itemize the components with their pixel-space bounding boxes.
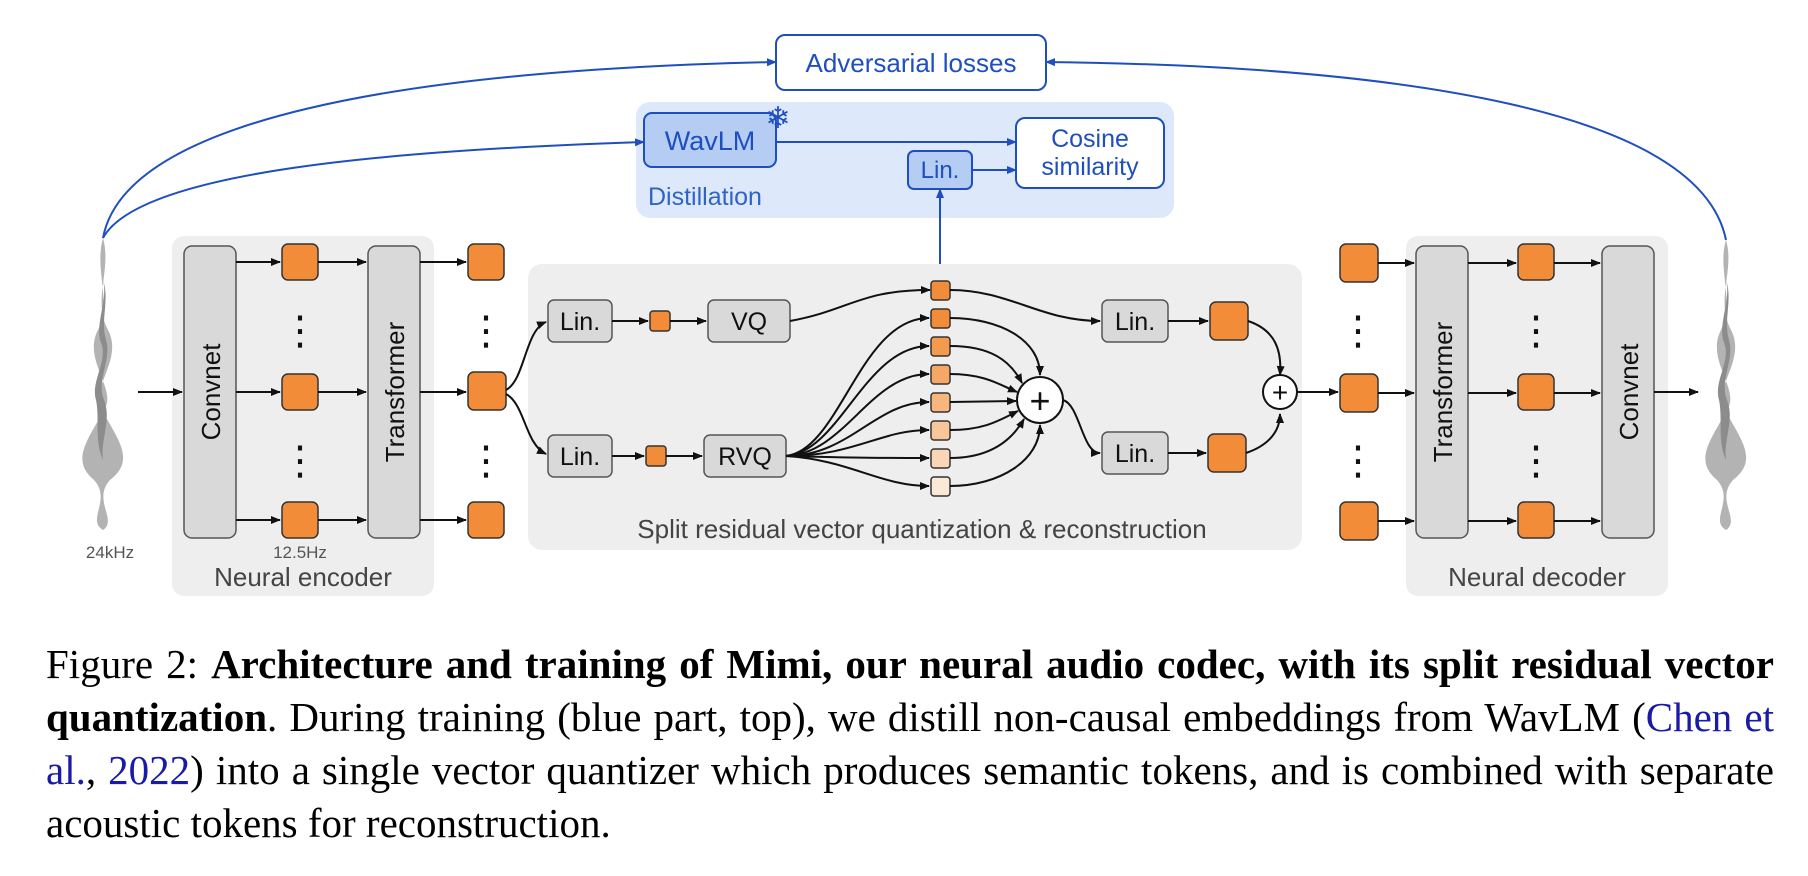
acoustic-small-token xyxy=(645,445,667,467)
encoder-token xyxy=(281,373,319,411)
encoder-transformer-label: Transformer xyxy=(380,321,410,462)
ellipsis-icon: ⋮ xyxy=(1516,439,1556,483)
output-waveform-icon xyxy=(1705,240,1747,530)
ellipsis-icon: ⋮ xyxy=(466,309,506,353)
input-waveform-icon xyxy=(82,238,124,530)
acoustic-token xyxy=(930,308,951,329)
arrow-input-to-adversarial xyxy=(102,58,777,239)
ellipsis-icon: ⋮ xyxy=(280,439,320,483)
rvq-sum-symbol: + xyxy=(1029,380,1050,421)
distillation-label: Distillation xyxy=(648,183,762,211)
frame-rate-label: 12.5Hz xyxy=(273,543,327,562)
acoustic-token xyxy=(930,392,951,413)
caption-title: Architecture and training of Mimi, our n… xyxy=(46,641,1774,740)
decoder-transformer-label: Transformer xyxy=(1428,321,1458,462)
acoustic-out-token xyxy=(1207,433,1247,473)
ellipsis-icon: ⋮ xyxy=(1516,309,1556,353)
encoder-tokens xyxy=(281,243,507,539)
distill-lin-label: Lin. xyxy=(921,157,960,184)
semantic-lin-label: Lin. xyxy=(560,308,600,336)
encoder-out-token xyxy=(467,501,505,539)
decoder-in-token xyxy=(1339,243,1379,283)
decoder-in-token xyxy=(1339,373,1379,413)
neural-encoder-label: Neural encoder xyxy=(214,562,392,592)
rvq-label: RVQ xyxy=(718,443,772,471)
decoder-in-token xyxy=(1339,501,1379,541)
split-rvq-panel xyxy=(528,264,1302,550)
adversarial-losses-label: Adversarial losses xyxy=(806,48,1017,78)
merge-sum-symbol: + xyxy=(1272,377,1288,408)
decoder-token xyxy=(1517,373,1555,411)
citation-year-link[interactable]: 2022 xyxy=(108,747,191,793)
encoder-out-token xyxy=(467,371,507,411)
acoustic-token xyxy=(930,336,951,357)
vq-label: VQ xyxy=(731,308,767,336)
arrow-output-to-adversarial xyxy=(1045,58,1727,241)
acoustic-token xyxy=(930,448,951,469)
citation-author-link[interactable]: Chen et al. xyxy=(46,694,1774,793)
neural-decoder-label: Neural decoder xyxy=(1448,562,1626,592)
architecture-diagram: Adversarial losses WavLM ❄ Distillation … xyxy=(82,34,1747,596)
split-rvq-label: Split residual vector quantization & rec… xyxy=(637,514,1206,544)
encoder-out-token xyxy=(467,243,505,281)
decoder-convnet-label: Convnet xyxy=(1614,343,1644,441)
acoustic-token xyxy=(930,420,951,441)
encoder-token xyxy=(281,501,319,539)
caption-text-1: . During training (blue part, top), we d… xyxy=(267,694,1646,740)
decoder-tokens xyxy=(1339,243,1555,541)
input-rate-label: 24kHz xyxy=(86,543,134,562)
encoder-convnet-label: Convnet xyxy=(196,343,226,441)
arrow-input-to-wavlm xyxy=(102,138,645,239)
cosine-label-line2: similarity xyxy=(1041,153,1139,181)
cosine-similarity-box xyxy=(1015,117,1165,189)
caption-figure-number: Figure 2: xyxy=(46,641,198,687)
acoustic-lin-label: Lin. xyxy=(560,443,600,471)
figure-caption: Figure 2: Architecture and training of M… xyxy=(46,638,1774,850)
caption-text-2: ) into a single vector quantizer which p… xyxy=(46,747,1775,846)
ellipsis-icon: ⋮ xyxy=(280,309,320,353)
semantic-small-token xyxy=(649,310,671,332)
wavlm-label: WavLM xyxy=(665,126,756,156)
encoder-token xyxy=(281,243,319,281)
ellipsis-icon: ⋮ xyxy=(1338,439,1378,483)
semantic-out-token xyxy=(1209,301,1249,341)
ellipsis-icon: ⋮ xyxy=(466,439,506,483)
decoder-token xyxy=(1517,243,1555,281)
snowflake-icon: ❄ xyxy=(765,102,790,135)
cosine-label-line1: Cosine xyxy=(1051,125,1129,153)
decoder-token xyxy=(1517,501,1555,539)
acoustic-out-lin-label: Lin. xyxy=(1115,440,1155,468)
semantic-out-lin-label: Lin. xyxy=(1115,308,1155,336)
acoustic-token xyxy=(930,476,951,497)
citation-separator: , xyxy=(85,747,109,793)
acoustic-token xyxy=(930,364,951,385)
semantic-token xyxy=(930,280,951,301)
ellipsis-icon: ⋮ xyxy=(1338,309,1378,353)
